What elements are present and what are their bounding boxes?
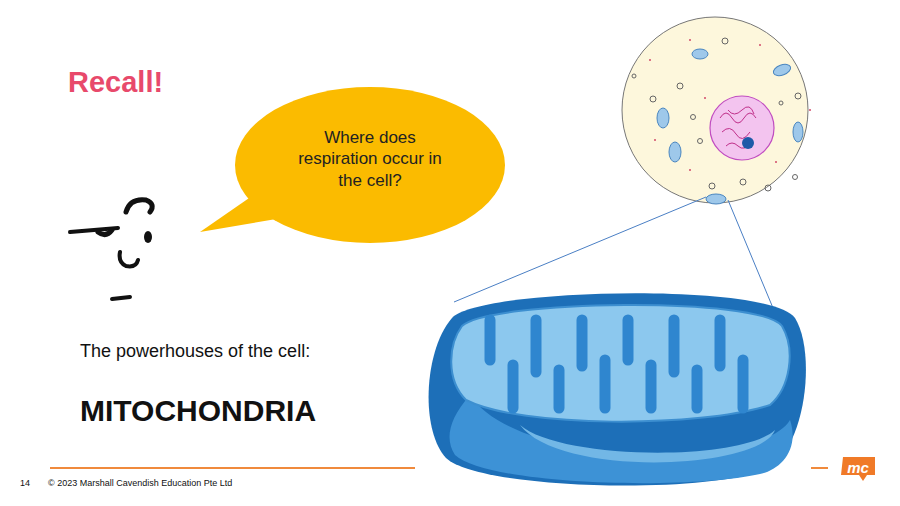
page-number: 14 <box>20 478 30 488</box>
publisher-logo: mc <box>839 455 877 481</box>
mitochondrion <box>429 293 806 485</box>
animal-cell <box>622 17 811 204</box>
footer-rule <box>50 467 415 469</box>
footer-dash <box>811 467 828 469</box>
speech-bubble: Where does respiration occur in the cell… <box>235 87 505 243</box>
copyright-note: © 2023 Marshall Cavendish Education Pte … <box>48 478 232 488</box>
slide-title: Recall! <box>68 66 163 99</box>
key-term: MITOCHONDRIA <box>80 394 316 428</box>
logo-text: mc <box>847 459 869 478</box>
bubble-text: Where does respiration occur in the cell… <box>290 127 450 191</box>
face-doodle <box>70 200 152 299</box>
body-text: The powerhouses of the cell: <box>80 341 310 362</box>
